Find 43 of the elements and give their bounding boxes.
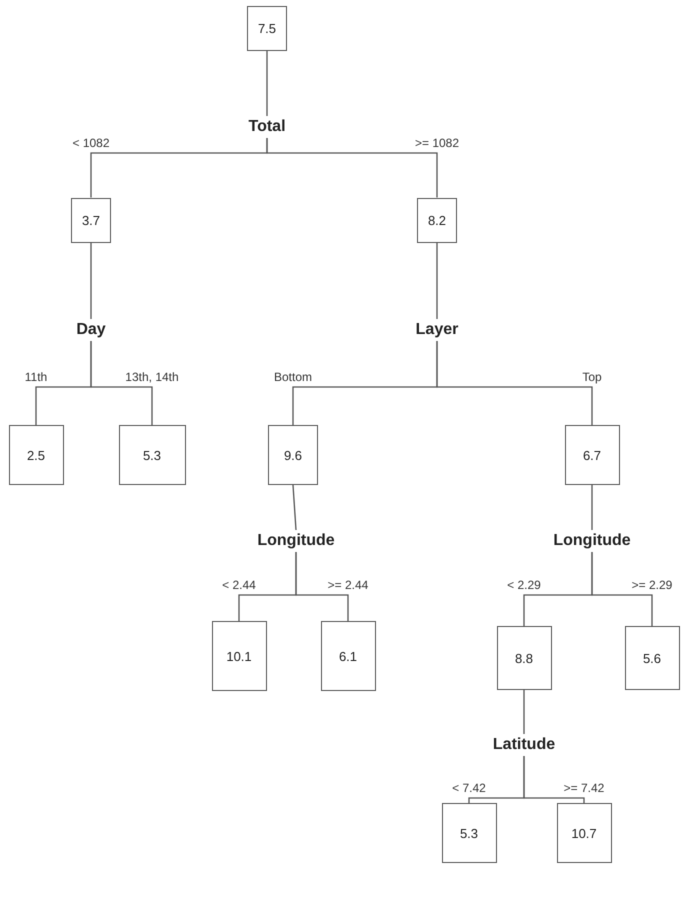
branch-label: < 7.42 [451, 781, 487, 795]
value-box: 8.8 [496, 626, 552, 690]
split-variable: Latitude [479, 734, 569, 756]
connector-line [292, 484, 297, 530]
value-box: 6.7 [564, 425, 620, 485]
branch-label: < 2.44 [221, 578, 257, 592]
branch-label: 11th [24, 370, 48, 384]
value-box: 8.2 [417, 198, 457, 242]
branch-label: 13th, 14th [124, 370, 180, 384]
branch-label: Bottom [273, 370, 313, 384]
split-variable: Day [66, 319, 116, 341]
branch-label: >= 7.42 [562, 781, 606, 795]
connector-line [436, 341, 593, 425]
value-box: 6.1 [320, 621, 376, 691]
connector-line [523, 690, 525, 734]
split-variable: Total [232, 116, 302, 138]
connector-line [591, 552, 653, 626]
value-box: 2.5 [8, 425, 64, 485]
connector-line [266, 138, 438, 198]
split-variable: Longitude [537, 530, 647, 552]
value-box: 10.7 [556, 803, 612, 863]
branch-label: >= 2.29 [630, 578, 674, 592]
value-box: 5.3 [118, 425, 186, 485]
value-box: 3.7 [71, 198, 111, 242]
branch-label: >= 2.44 [326, 578, 370, 592]
connector-line [591, 485, 593, 530]
branch-label: < 2.29 [506, 578, 542, 592]
branch-label: Top [581, 370, 603, 384]
value-box: 10.1 [212, 621, 266, 691]
branch-label: < 1082 [71, 136, 111, 150]
branch-label: >= 1082 [414, 136, 460, 150]
connector-line [90, 242, 92, 319]
value-box: 9.6 [268, 425, 318, 485]
value-box: 5.3 [442, 803, 496, 863]
value-box: 5.6 [624, 626, 680, 690]
connector-line [436, 242, 438, 319]
connector-line [295, 552, 349, 621]
connector-line [90, 341, 153, 425]
split-variable: Longitude [241, 530, 351, 552]
connector-line [523, 756, 585, 803]
value-box: 7.5 [247, 6, 287, 50]
split-variable: Layer [407, 319, 467, 341]
connector-line [266, 50, 268, 116]
